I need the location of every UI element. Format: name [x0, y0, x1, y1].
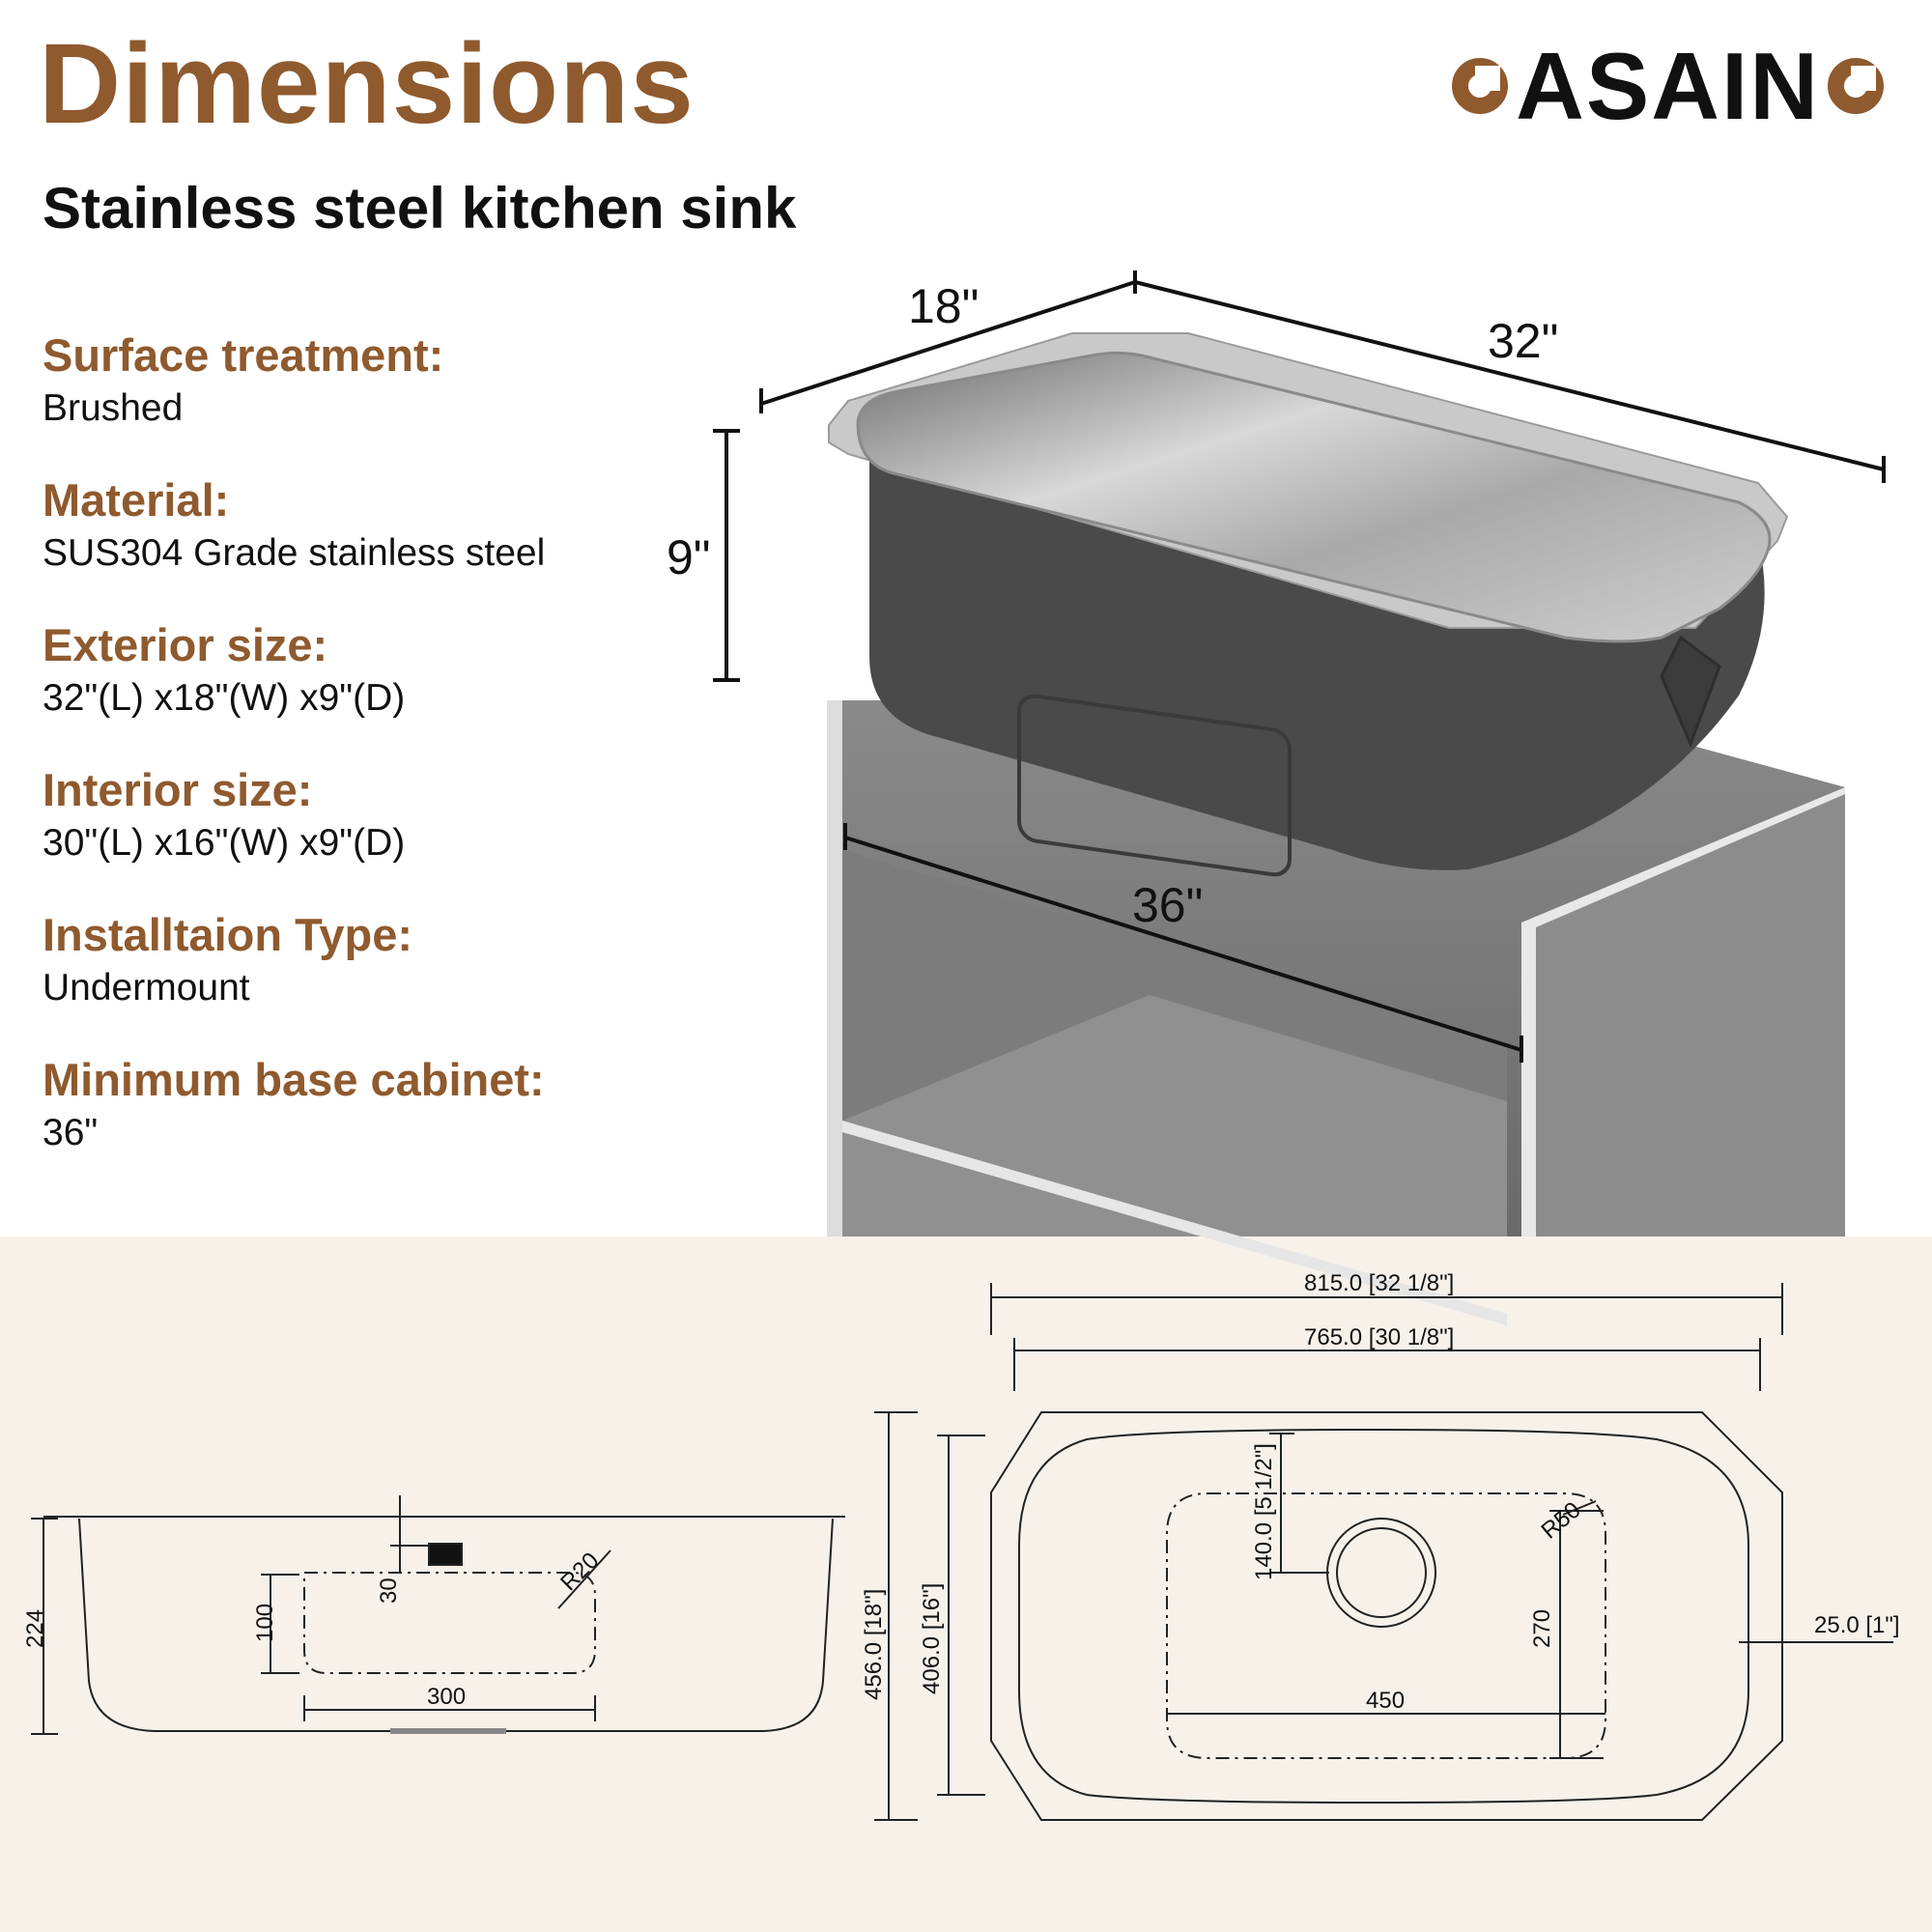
depth-dimension-label: 9"	[667, 530, 711, 584]
flange-width-label: 25.0 [1"]	[1814, 1612, 1900, 1638]
cabinet-dimension-label: 36"	[1132, 878, 1203, 932]
base-cabinet	[827, 700, 1845, 1325]
logo-text: ASAIN	[1516, 33, 1820, 139]
spec-label: Minimum base cabinet:	[43, 1054, 545, 1105]
inner-depth-label: 406.0 [16"]	[919, 1583, 945, 1694]
spec-minimum-cabinet: Minimum base cabinet: 36"	[43, 1055, 661, 1154]
brand-logo: ASAIN	[1452, 39, 1884, 133]
spec-label: Material:	[43, 474, 230, 526]
spec-value: Brushed	[43, 386, 184, 429]
outer-depth-label: 456.0 [18"]	[861, 1589, 887, 1700]
top-radius-label: R50	[1537, 1497, 1586, 1545]
drawing-panel	[0, 1236, 1932, 1932]
spec-value: 30"(L) x16"(W) x9"(D)	[43, 821, 406, 864]
page-subtitle: Stainless steel kitchen sink	[43, 176, 797, 241]
logo-ring-left-icon	[1452, 58, 1509, 114]
spec-label: Installtaion Type:	[43, 909, 412, 960]
spec-interior-size: Interior size: 30"(L) x16"(W) x9"(D)	[43, 765, 661, 865]
spec-surface-treatment: Surface treatment: Brushed	[43, 330, 661, 430]
grid-depth-label: 270	[1529, 1609, 1555, 1648]
spec-label: Surface treatment:	[43, 329, 444, 381]
drain-offset-label: 140.0 [5 1/2"]	[1251, 1443, 1277, 1580]
spec-value: Undermount	[43, 966, 250, 1009]
spec-label: Interior size:	[43, 764, 313, 815]
spec-installation-type: Installtaion Type: Undermount	[43, 910, 661, 1009]
outer-width-label: 815.0 [32 1/8"]	[1304, 1270, 1454, 1296]
spec-value: 36"	[43, 1111, 99, 1153]
logo-ring-right-icon	[1828, 58, 1884, 114]
grid-width-label: 450	[1366, 1688, 1405, 1714]
side-height-label: 224	[22, 1609, 48, 1648]
dimension-lines	[713, 270, 1886, 1063]
spec-exterior-size: Exterior size: 32"(L) x18"(W) x9"(D)	[43, 620, 661, 720]
spec-material: Material: SUS304 Grade stainless steel	[43, 475, 661, 575]
sink-bowl	[828, 332, 1789, 877]
side-view-drawing	[31, 1495, 845, 1735]
side-radius-label: R20	[555, 1548, 604, 1596]
inner-width-label: 765.0 [30 1/8"]	[1304, 1324, 1454, 1350]
side-basin-width-label: 300	[427, 1684, 466, 1710]
side-drain-offset-label: 30	[376, 1577, 402, 1604]
top-view-drawing	[874, 1283, 1893, 1821]
side-basin-height-label: 100	[252, 1604, 278, 1642]
spec-value: SUS304 Grade stainless steel	[43, 531, 546, 574]
width-dimension-label: 18"	[908, 279, 979, 333]
page-title: Dimensions	[39, 20, 695, 148]
spec-value: 32"(L) x18"(W) x9"(D)	[43, 676, 406, 719]
length-dimension-label: 32"	[1488, 314, 1558, 368]
spec-label: Exterior size:	[43, 619, 328, 670]
